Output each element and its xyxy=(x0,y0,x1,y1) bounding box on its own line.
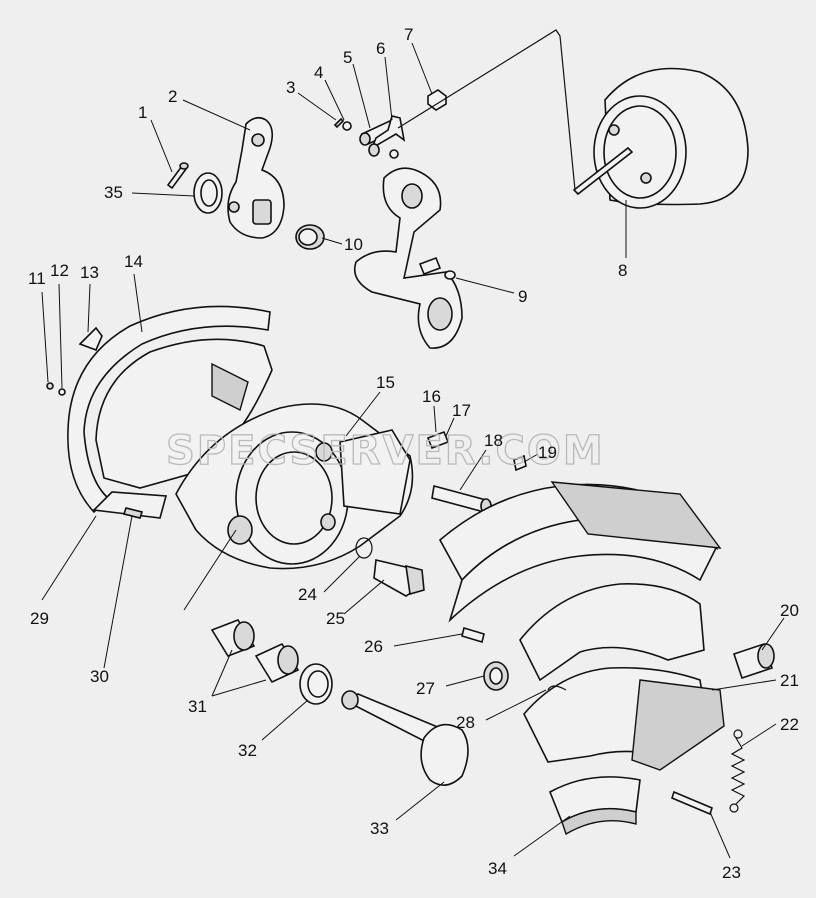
callout-3: 3 xyxy=(286,78,295,97)
callout-5: 5 xyxy=(343,48,352,67)
callout-15: 15 xyxy=(376,373,395,392)
watermark-text: SPECSERVER.COM xyxy=(166,428,605,474)
part-23-pin xyxy=(671,790,713,816)
part-13-clip xyxy=(78,326,103,352)
callout-29: 29 xyxy=(30,609,49,628)
part-27-roller xyxy=(483,661,509,691)
part-1-bolt xyxy=(166,162,189,190)
part-31-bushing-b xyxy=(254,642,300,684)
part-4-washer xyxy=(342,121,352,131)
callout-9: 9 xyxy=(518,287,527,306)
leader-lines xyxy=(41,42,785,859)
callout-20: 20 xyxy=(780,601,799,620)
callout-10: 10 xyxy=(344,235,363,254)
callout-6: 6 xyxy=(376,39,385,58)
callout-22: 22 xyxy=(780,715,799,734)
part-33-camshaft xyxy=(341,690,469,786)
part-11-screw xyxy=(46,382,54,390)
callout-35: 35 xyxy=(104,183,123,202)
part-20-roller xyxy=(732,642,775,680)
callout-33: 33 xyxy=(370,819,389,838)
callout-21: 21 xyxy=(780,671,799,690)
callout-7: 7 xyxy=(404,25,413,44)
part-30-screw xyxy=(122,507,144,519)
callout-19: 19 xyxy=(538,443,557,462)
part-26-pin xyxy=(461,626,485,644)
part-3-pin xyxy=(333,117,345,129)
callout-12: 12 xyxy=(50,261,69,280)
part-24-snap-ring xyxy=(355,537,373,559)
callout-32: 32 xyxy=(238,741,257,760)
callout-23: 23 xyxy=(722,863,741,882)
part-31-bushing-a xyxy=(210,619,256,657)
part-8-brake-chamber xyxy=(572,67,749,209)
part-brake-shoe-upper xyxy=(438,481,722,682)
callout-27: 27 xyxy=(416,679,435,698)
callout-16: 16 xyxy=(422,387,441,406)
part-34-lining xyxy=(548,776,641,836)
callout-14: 14 xyxy=(124,252,143,271)
callout-8: 8 xyxy=(618,261,627,280)
callout-26: 26 xyxy=(364,637,383,656)
part-28-clip xyxy=(547,685,567,691)
callout-17: 17 xyxy=(452,401,471,420)
callout-30: 30 xyxy=(90,667,109,686)
part-18-pin xyxy=(431,484,492,514)
part-19-roll-pin xyxy=(513,454,527,472)
callout-11: 11 xyxy=(28,269,46,288)
callout-31: 31 xyxy=(188,697,207,716)
callout-1: 1 xyxy=(138,103,147,122)
part-chamber-bracket xyxy=(353,167,463,349)
part-15-spider xyxy=(175,403,414,570)
part-9-bolt xyxy=(418,256,456,280)
part-7-nut xyxy=(427,89,447,111)
part-16-bolt xyxy=(426,430,450,450)
part-25-bolt xyxy=(373,559,425,597)
part-2-slack-adjuster xyxy=(227,116,285,239)
part-6-clevis xyxy=(368,115,406,159)
callout-28: 28 xyxy=(456,713,475,732)
callout-13: 13 xyxy=(80,263,99,282)
part-32-washer xyxy=(299,663,333,705)
callout-34: 34 xyxy=(488,859,507,878)
part-22-spring xyxy=(729,729,746,813)
callout-4: 4 xyxy=(314,63,323,82)
part-10-bushing xyxy=(295,224,325,250)
callout-labels: 1 2 3 4 5 6 7 8 9 10 11 12 13 14 15 16 1… xyxy=(28,25,799,882)
callout-24: 24 xyxy=(298,585,317,604)
callout-2: 2 xyxy=(168,87,177,106)
part-brake-shoe-lower xyxy=(523,666,725,771)
part-14-dust-shield xyxy=(67,305,273,519)
callout-25: 25 xyxy=(326,609,345,628)
part-35-seal xyxy=(193,172,223,214)
part-12-washer xyxy=(58,388,66,396)
callout-18: 18 xyxy=(484,431,503,450)
